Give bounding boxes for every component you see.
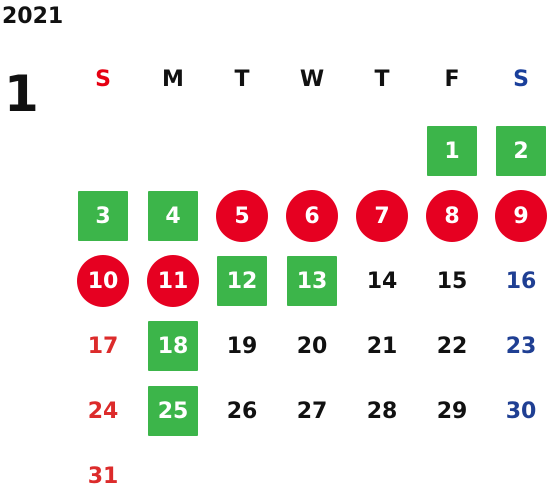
weekday-label: F xyxy=(444,67,460,92)
day-cell: 19 xyxy=(226,333,258,359)
day-cell: 25 xyxy=(148,386,198,436)
day-cell: 22 xyxy=(436,333,468,359)
day-cell: 31 xyxy=(87,463,119,489)
day-cell: 28 xyxy=(366,398,398,424)
weekday-label: M xyxy=(162,67,184,92)
day-cell: 17 xyxy=(87,333,119,359)
day-cell: 20 xyxy=(296,333,328,359)
day-cell: 15 xyxy=(436,268,468,294)
weekday-label: T xyxy=(234,67,250,92)
month-number: 1 xyxy=(4,65,39,123)
day-cell: 16 xyxy=(505,268,537,294)
weekday-label: T xyxy=(374,67,390,92)
day-cell: 11 xyxy=(147,255,199,307)
day-cell: 23 xyxy=(505,333,537,359)
day-cell: 26 xyxy=(226,398,258,424)
day-cell: 21 xyxy=(366,333,398,359)
weekday-label: W xyxy=(299,67,325,92)
day-cell: 2 xyxy=(496,126,546,176)
day-cell: 7 xyxy=(356,190,408,242)
day-cell: 27 xyxy=(296,398,328,424)
year-label: 2021 xyxy=(2,4,64,29)
day-cell: 4 xyxy=(148,191,198,241)
weekday-label: S xyxy=(95,67,111,92)
day-cell: 18 xyxy=(148,321,198,371)
day-cell: 10 xyxy=(77,255,129,307)
day-cell: 29 xyxy=(436,398,468,424)
day-cell: 6 xyxy=(286,190,338,242)
day-cell: 9 xyxy=(495,190,547,242)
day-cell: 12 xyxy=(217,256,267,306)
day-cell: 30 xyxy=(505,398,537,424)
weekday-label: S xyxy=(513,67,529,92)
day-cell: 5 xyxy=(216,190,268,242)
day-cell: 13 xyxy=(287,256,337,306)
day-cell: 1 xyxy=(427,126,477,176)
day-cell: 24 xyxy=(87,398,119,424)
day-cell: 8 xyxy=(426,190,478,242)
day-cell: 3 xyxy=(78,191,128,241)
day-cell: 14 xyxy=(366,268,398,294)
